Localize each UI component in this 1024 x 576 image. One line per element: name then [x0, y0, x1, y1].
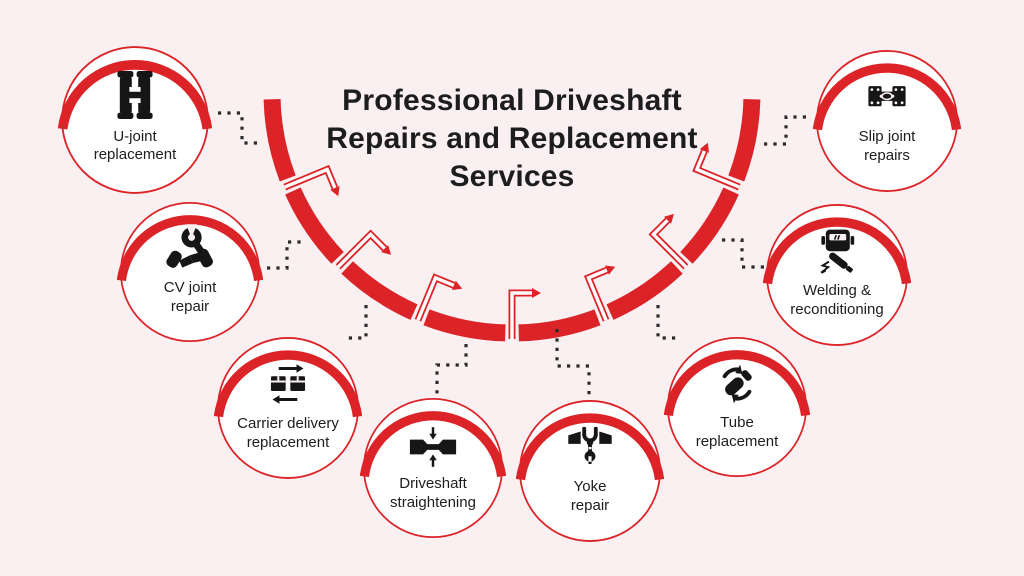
service-label: Welding & reconditioning: [790, 282, 884, 319]
service-node-carrier-delivery-replacement: Carrier delivery replacement: [214, 334, 362, 482]
dotted-connector: [555, 329, 591, 398]
flow-arrow: [414, 273, 463, 322]
service-node-welding-reconditioning: Welding & reconditioning: [763, 201, 911, 349]
flow-arrow: [508, 288, 541, 339]
node-ring: [813, 50, 961, 192]
service-node-slip-joint-repairs: Slip joint repairs: [813, 47, 961, 195]
service-label: Yoke repair: [570, 478, 610, 515]
node-ring: [58, 46, 212, 194]
service-label: U-joint replacement: [93, 127, 177, 164]
semicircle-arc: [263, 98, 761, 342]
carrier-delivery-icon: [270, 364, 306, 404]
node-ring: [214, 337, 362, 479]
dotted-connector: [218, 111, 263, 145]
dotted-connector: [344, 305, 368, 340]
flow-arrows: [283, 142, 741, 339]
dotted-connector: [435, 344, 468, 396]
dotted-connector: [764, 115, 808, 146]
service-label: Carrier delivery replacement: [237, 415, 339, 452]
service-label: Tube replacement: [695, 414, 779, 451]
service-node-u-joint-replacement: U-joint replacement: [58, 43, 212, 197]
service-node-yoke-repair: Yoke repair: [516, 397, 664, 545]
service-node-tube-replacement: Tube replacement: [664, 334, 810, 480]
dotted-connector: [722, 238, 764, 269]
dotted-connector: [656, 305, 680, 340]
service-node-cv-joint-repair: CV joint repair: [117, 199, 263, 345]
u-joint-icon: [117, 71, 153, 120]
flow-arrow: [692, 142, 741, 191]
service-node-driveshaft-straightening: Driveshaft straightening: [360, 395, 506, 541]
node-ring: [516, 400, 664, 542]
flow-arrow: [583, 265, 616, 322]
yoke-repair-icon: [568, 427, 612, 465]
dotted-connectors: [218, 111, 808, 398]
node-ring: [763, 204, 911, 346]
driveshaft-straightening-icon: [409, 427, 457, 467]
service-label: Driveshaft straightening: [390, 475, 476, 512]
flow-arrow: [335, 229, 392, 270]
dotted-connector: [267, 240, 304, 270]
cv-joint-icon: [166, 224, 213, 268]
node-ring: [360, 398, 506, 538]
infographic-title: Professional Driveshaft Repairs and Repl…: [326, 84, 698, 194]
node-ring: [117, 202, 263, 342]
node-ring: [664, 337, 810, 477]
slip-joint-icon: [868, 86, 906, 107]
flow-arrow: [283, 164, 340, 197]
service-label: Slip joint repairs: [858, 128, 916, 165]
service-label: CV joint repair: [163, 279, 217, 316]
welding-reconditioning-icon: [820, 229, 855, 274]
flow-arrow: [648, 213, 689, 270]
tube-replacement-icon: [722, 364, 752, 404]
